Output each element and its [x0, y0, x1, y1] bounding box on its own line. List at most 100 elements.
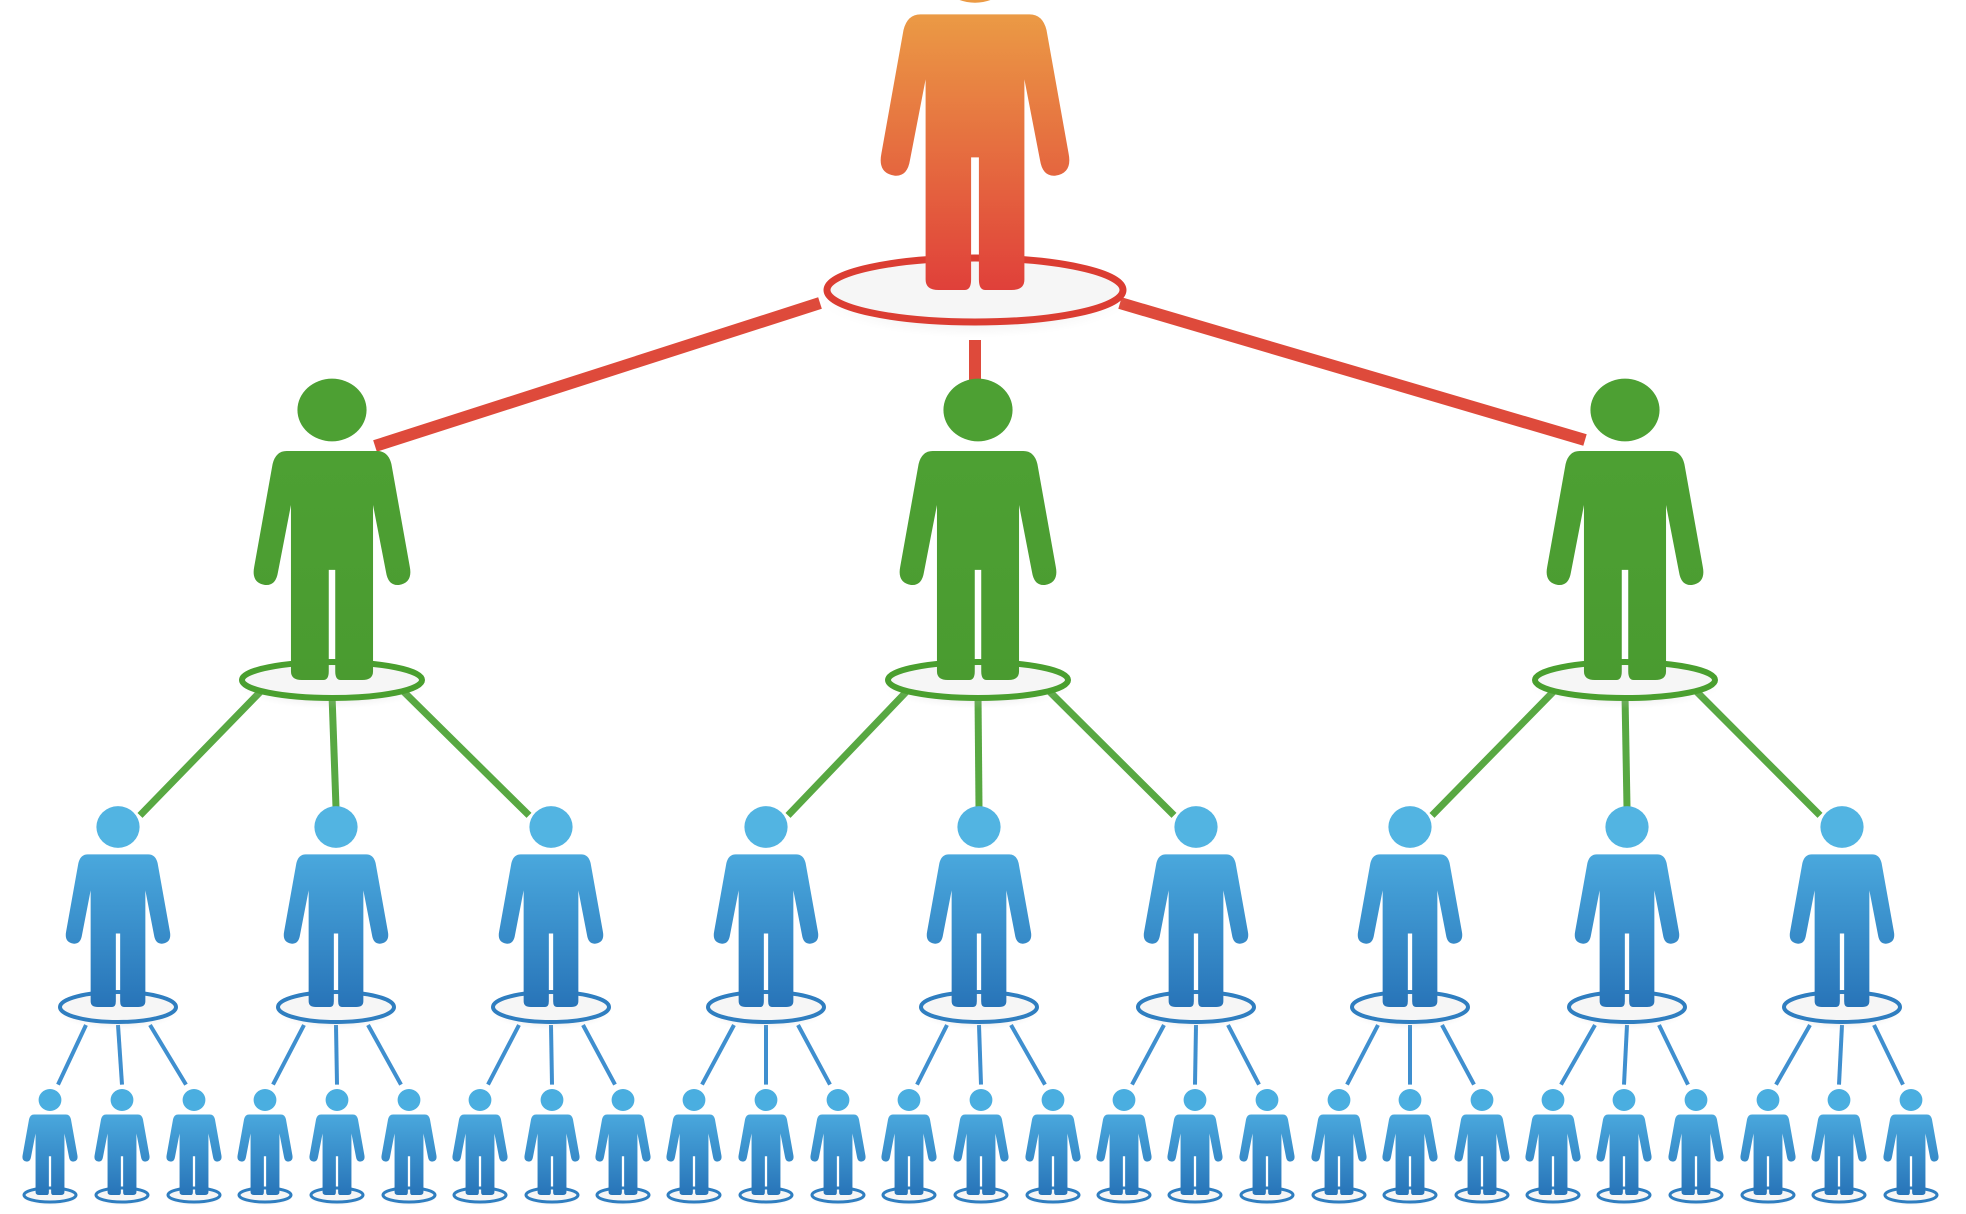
- person-icon: [1025, 1088, 1081, 1195]
- person-head: [1605, 806, 1649, 848]
- platform-ring: [524, 1186, 580, 1204]
- connector-line: [1045, 687, 1177, 818]
- platform-ring: [706, 990, 826, 1024]
- platform-ring: [953, 1186, 1009, 1204]
- person-body: [237, 1114, 293, 1195]
- person-head: [1899, 1088, 1923, 1112]
- connector-line: [1622, 1024, 1629, 1085]
- person-icon: [1096, 1088, 1152, 1195]
- person-body: [595, 1114, 651, 1195]
- person-node: [275, 806, 397, 1031]
- person-icon: [1239, 1088, 1295, 1195]
- person-node: [1025, 1088, 1081, 1207]
- person-icon: [595, 1088, 651, 1195]
- platform-ring: [1025, 1186, 1081, 1204]
- person-node: [57, 806, 179, 1031]
- connector-line: [1118, 297, 1587, 446]
- platform-ring: [58, 990, 178, 1024]
- person-body: [22, 1114, 78, 1195]
- platform-ring: [1311, 1186, 1367, 1204]
- person-node: [22, 1088, 78, 1207]
- connector-line: [373, 297, 822, 452]
- person-body: [1883, 1114, 1939, 1195]
- person-body: [810, 1114, 866, 1195]
- person-body: [1357, 854, 1463, 1007]
- person-body: [1596, 1114, 1652, 1195]
- person-body: [1239, 1114, 1295, 1195]
- person-icon: [713, 806, 819, 1007]
- platform-ring: [381, 1186, 437, 1204]
- platform-ring: [1136, 990, 1256, 1024]
- person-body: [1096, 1114, 1152, 1195]
- person-icon: [381, 1088, 437, 1195]
- connector-line: [271, 1024, 306, 1086]
- person-head: [529, 806, 573, 848]
- person-icon: [94, 1088, 150, 1195]
- person-body: [713, 854, 819, 1007]
- person-icon: [237, 1088, 293, 1195]
- connector-line: [915, 1024, 949, 1086]
- person-body: [1382, 1114, 1438, 1195]
- person-node: [810, 1088, 866, 1207]
- person-node: [953, 1088, 1009, 1207]
- person-icon: [926, 806, 1032, 1007]
- person-head: [826, 1088, 850, 1112]
- platform-ring: [1167, 1186, 1223, 1204]
- platform-ring: [881, 1186, 937, 1204]
- platform-ring: [1382, 1186, 1438, 1204]
- platform-ring: [1883, 1186, 1939, 1204]
- person-icon: [1143, 806, 1249, 1007]
- person-head: [744, 806, 788, 848]
- person-node: [1566, 806, 1688, 1031]
- person-body: [1454, 1114, 1510, 1195]
- person-node: [381, 1088, 437, 1207]
- connector-line: [56, 1024, 88, 1086]
- person-node: [1096, 1088, 1152, 1207]
- person-icon: [1382, 1088, 1438, 1195]
- person-body: [1740, 1114, 1796, 1195]
- person-icon: [1740, 1088, 1796, 1195]
- person-node: [1382, 1088, 1438, 1207]
- connector-line: [1345, 1024, 1380, 1086]
- person-node: [1135, 806, 1257, 1031]
- person-icon: [880, 0, 1070, 291]
- person-icon: [166, 1088, 222, 1195]
- person-head: [1327, 1088, 1351, 1112]
- platform-ring: [1525, 1186, 1581, 1204]
- platform-ring: [1350, 990, 1470, 1024]
- person-body: [1546, 451, 1704, 680]
- connector-line: [581, 1024, 617, 1086]
- person-icon: [1546, 378, 1704, 680]
- person-node: [237, 1088, 293, 1207]
- person-icon: [1311, 1088, 1367, 1195]
- person-head: [182, 1088, 206, 1112]
- person-head: [611, 1088, 635, 1112]
- person-body: [953, 1114, 1009, 1195]
- person-icon: [498, 806, 604, 1007]
- person-head: [1470, 1088, 1494, 1112]
- platform-ring: [1740, 1186, 1796, 1204]
- person-node: [666, 1088, 722, 1207]
- platform-ring: [1596, 1186, 1652, 1204]
- person-head: [1756, 1088, 1780, 1112]
- platform-ring: [1668, 1186, 1724, 1204]
- person-head: [682, 1088, 706, 1112]
- person-nodes: [22, 0, 1939, 1207]
- connector-line: [1657, 1024, 1690, 1086]
- person-body: [524, 1114, 580, 1195]
- connector-line: [974, 694, 983, 808]
- platform-ring: [1782, 990, 1902, 1024]
- connector-line: [116, 1024, 124, 1085]
- person-head: [1820, 806, 1864, 848]
- person-node: [819, 0, 1131, 338]
- person-node: [1740, 1088, 1796, 1207]
- person-node: [490, 806, 612, 1031]
- platform-ring: [452, 1186, 508, 1204]
- platform-ring: [239, 659, 425, 701]
- person-body: [1311, 1114, 1367, 1195]
- person-icon: [22, 1088, 78, 1195]
- person-body: [253, 451, 411, 680]
- platform-ring: [1532, 659, 1718, 701]
- person-node: [1311, 1088, 1367, 1207]
- person-head: [1041, 1088, 1065, 1112]
